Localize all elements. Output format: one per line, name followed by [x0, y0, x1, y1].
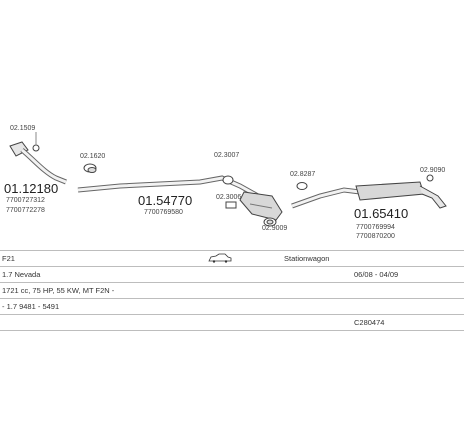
info-row-2: 1.7 Nevada 06/08 - 04/09 — [0, 266, 464, 282]
label-clamp-f: 02.8287 — [290, 171, 315, 178]
label-pipe-front: 01.12180 — [4, 181, 58, 196]
label-clamp-e: 02.9009 — [262, 225, 287, 232]
clamp-f-shape — [296, 182, 308, 190]
clamp-a-shape — [32, 132, 40, 152]
engine-spec: 1721 cc, 75 HP, 55 KW, MT F2N - — [2, 286, 115, 295]
middle-silencer — [239, 191, 283, 221]
rear-pipe — [291, 187, 361, 209]
ref-rear-1: 7700769994 — [356, 224, 395, 231]
rear-silencer — [355, 181, 447, 209]
model-name: 1.7 Nevada — [2, 270, 41, 279]
info-row-5: C280474 — [0, 314, 464, 331]
label-clamp-b: 02.1620 — [80, 153, 105, 160]
label-middle: 01.54770 — [138, 193, 192, 208]
label-clamp-g: 02.9090 — [420, 167, 445, 174]
production-dates: 06/08 - 04/09 — [354, 270, 399, 279]
ref-rear-2: 7700870200 — [356, 233, 395, 240]
clamp-g-shape — [426, 174, 434, 182]
label-clamp-c: 02.3007 — [214, 152, 239, 159]
engine-code: - 1.7 9481 - 5491 — [2, 302, 60, 311]
vehicle-info-table: F21 Stationwagon 1.7 Nevada 06/08 - 04/0… — [0, 250, 464, 331]
info-row-1: F21 Stationwagon — [0, 250, 464, 266]
front-pipe — [9, 141, 67, 185]
label-clamp-d: 02.3006 — [216, 194, 241, 201]
exhaust-diagram: 02.1509 01.12180 7700727312 7700772278 0… — [4, 125, 447, 240]
clamp-e-shape — [263, 217, 277, 227]
middle-pipe — [77, 175, 260, 199]
clamp-b-shape — [83, 163, 97, 173]
clamp-c-shape — [222, 175, 234, 185]
car-icon — [208, 253, 232, 263]
catalog-code: C280474 — [354, 318, 385, 327]
ref-pipe-front-1: 7700727312 — [6, 197, 45, 204]
ref-pipe-front-2: 7700772278 — [6, 207, 45, 214]
info-row-4: - 1.7 9481 - 5491 — [0, 298, 464, 314]
chassis-code: F21 — [2, 254, 15, 263]
info-row-3: 1721 cc, 75 HP, 55 KW, MT F2N - — [0, 282, 464, 298]
label-clamp-a: 02.1509 — [10, 125, 35, 132]
clamp-d-shape — [225, 201, 237, 209]
body-type: Stationwagon — [284, 254, 330, 263]
ref-middle-1: 7700769580 — [144, 209, 183, 216]
label-rear: 01.65410 — [354, 206, 408, 221]
